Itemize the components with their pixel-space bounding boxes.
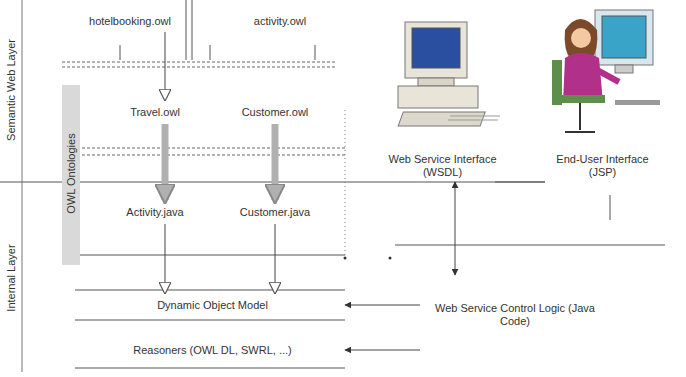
tick-line bbox=[210, 45, 211, 60]
computer-illustration bbox=[398, 22, 500, 126]
ontology-file: hotelbooking.owl bbox=[70, 10, 190, 32]
node-text: hotelbooking.owl bbox=[89, 15, 171, 28]
separator-line bbox=[75, 368, 345, 369]
connector-arrow bbox=[345, 305, 420, 306]
object-model: Dynamic Object Model bbox=[80, 293, 345, 317]
connector-arrow bbox=[275, 224, 276, 293]
layer-divider bbox=[0, 182, 545, 183]
node-text: Customer.owl bbox=[242, 106, 309, 119]
dashed-line bbox=[62, 62, 335, 63]
connector-arrow bbox=[162, 124, 169, 200]
tick-line bbox=[120, 45, 121, 60]
node-text: activity.owl bbox=[254, 15, 306, 28]
layer-frame bbox=[22, 0, 23, 372]
tick-line bbox=[610, 195, 611, 220]
link-line bbox=[495, 182, 545, 183]
import-line bbox=[186, 0, 187, 60]
node-text: Web Service Interface (WSDL) bbox=[385, 153, 500, 179]
dashed-line bbox=[62, 148, 345, 149]
dotted-line bbox=[345, 110, 346, 258]
node-text: Web Service Control Logic (Java Code) bbox=[420, 302, 610, 328]
node-text: OWL Ontologies bbox=[65, 84, 78, 264]
connector-arrow bbox=[272, 124, 279, 200]
connector-arrow bbox=[455, 182, 456, 275]
node-text: Customer.java bbox=[240, 206, 310, 219]
ontology-band: OWL Ontologies bbox=[62, 85, 80, 265]
dashed-line bbox=[62, 67, 335, 68]
node-text: End-User Interface (JSP) bbox=[545, 153, 660, 179]
connector-arrow bbox=[165, 32, 166, 100]
person-illustration bbox=[552, 10, 660, 132]
tick-line bbox=[315, 45, 316, 60]
dashed-line bbox=[62, 155, 345, 156]
layer-label: Semantic Web Layer bbox=[3, 0, 19, 180]
dot bbox=[344, 257, 347, 260]
import-line bbox=[192, 0, 193, 60]
separator-line bbox=[80, 255, 345, 256]
ontology-file: Customer.owl bbox=[220, 100, 330, 124]
node-text: Reasoners (OWL DL, SWRL, ...) bbox=[133, 344, 292, 357]
control-logic: Web Service Control Logic (Java Code) bbox=[420, 275, 610, 355]
connector-arrow bbox=[345, 350, 420, 351]
layer-label: Internal Layer bbox=[3, 188, 19, 368]
ontology-file: activity.owl bbox=[225, 10, 335, 32]
node-text: Dynamic Object Model bbox=[157, 299, 268, 312]
interface-box: End-User Interface (JSP) bbox=[545, 150, 660, 182]
node-text: Travel.owl bbox=[130, 106, 180, 119]
reasoner-box: Reasoners (OWL DL, SWRL, ...) bbox=[80, 338, 345, 362]
bus-line bbox=[395, 245, 665, 246]
separator-line bbox=[75, 290, 345, 291]
connector-arrow bbox=[165, 224, 166, 293]
node-text: Activity.java bbox=[126, 206, 183, 219]
interface-box: Web Service Interface (WSDL) bbox=[385, 150, 500, 182]
java-class: Customer.java bbox=[220, 200, 330, 224]
ontology-file: Travel.owl bbox=[100, 100, 210, 124]
separator-line bbox=[75, 320, 345, 321]
java-class: Activity.java bbox=[100, 200, 210, 224]
dot bbox=[389, 257, 392, 260]
